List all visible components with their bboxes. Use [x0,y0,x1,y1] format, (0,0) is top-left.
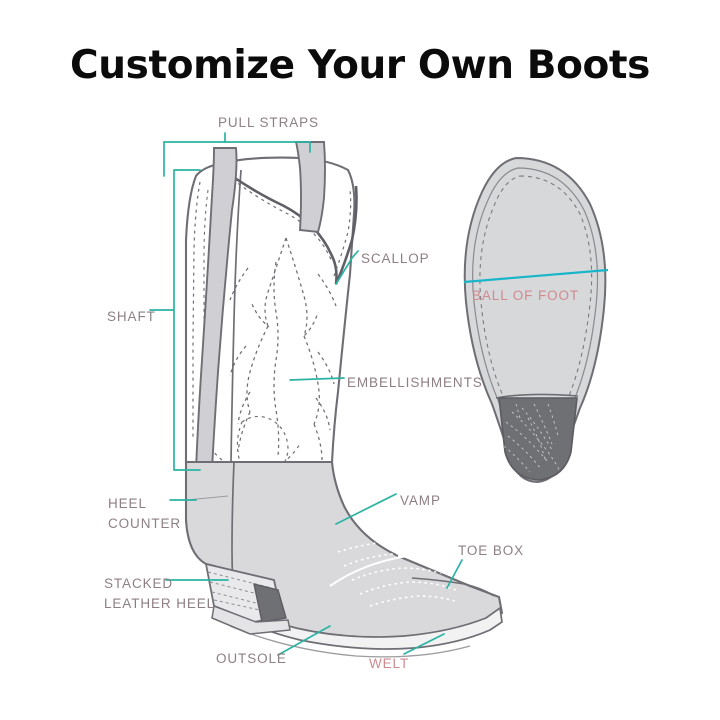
scallop-edge-right [334,185,358,285]
leader-shaft [149,169,201,471]
callout-label-ball-of-foot: BALL OF FOOT [472,288,580,303]
callout-label-outsole: OUTSOLE [216,651,287,666]
heel-base [211,604,291,635]
callout-label-pull-straps: PULL STRAPS [218,115,319,130]
scallop-stitch [226,174,333,263]
callout-label-heel-counter: HEEL COUNTER [108,496,182,531]
leader-pull-strap-left [163,132,226,177]
leader-welt [403,633,445,655]
toe-box-edge [411,577,495,597]
callout-label-vamp: VAMP [400,493,441,508]
callout-leader-lines [149,132,463,656]
sole-waist-line [495,393,579,399]
leader-scallop [335,250,359,285]
pull-strap-right [294,141,326,234]
boot-sole-view [463,156,607,484]
outsole-edge [229,625,471,658]
shaft-back-stitch-2 [203,189,209,445]
callout-label-toe-box: TOE BOX [458,543,525,558]
shaft-back-stitch [192,181,201,440]
leader-vamp [335,493,397,525]
vamp-white-swoosh [329,553,445,587]
callout-label-welt: WELT [369,656,410,671]
leader-ball-of-foot [463,268,609,284]
leader-embellishments [289,377,345,381]
heel-block [253,583,287,623]
page-title: Customize Your Own Boots [70,43,650,88]
callout-label-scallop: SCALLOP [361,251,430,266]
callout-label-embellishments: EMBELLISHMENTS [347,375,483,390]
leader-outsole [277,625,331,656]
welt [212,594,503,650]
shaft-seam [230,169,242,463]
embellishment-stitching [229,237,337,461]
callout-label-shaft: SHAFT [107,309,156,324]
callout-label-stacked-leather-heel: STACKED LEATHER HEEL [104,576,216,611]
leader-pull-strap-right [224,141,311,153]
heel-pad-texture [503,403,563,477]
toe-box-stitch [397,555,487,579]
boot-side-view [184,141,504,658]
leader-toe-box [446,559,463,589]
